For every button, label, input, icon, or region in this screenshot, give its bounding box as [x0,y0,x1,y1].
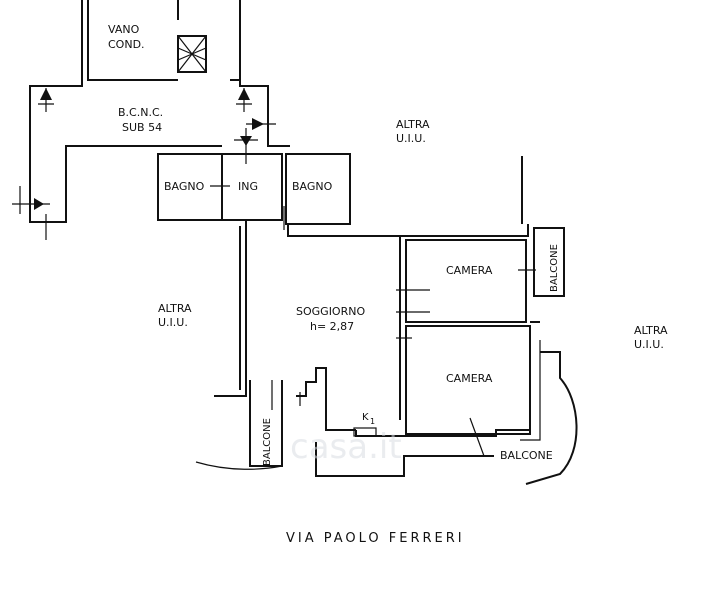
neighbour-left-label-2: U.I.U. [158,316,188,329]
balcone-left-label: BALCONE [262,418,273,466]
bagno-right-label: BAGNO [292,180,333,193]
camera-bottom-label: CAMERA [446,372,493,385]
vano-cond-label: VANO [108,23,140,36]
bagno-left-label: BAGNO [164,180,205,193]
ing-label: ING [238,180,258,193]
apartment-walls [214,156,540,437]
neighbour-top-label: ALTRA [396,118,430,131]
camera-top-label: CAMERA [446,264,493,277]
soggiorno-label: SOGGIORNO [296,305,365,318]
bcnc-label: B.C.N.C. [118,106,163,119]
balcony-right [533,227,565,297]
vano-cond-shaft [177,35,207,73]
neighbour-right-label: ALTRA [634,324,668,337]
entrance-arrows [12,88,276,240]
bcnc-sub-label: SUB 54 [122,121,162,134]
common-area-walls [29,0,290,223]
balcone-right-label: BALCONE [549,244,560,292]
neighbour-top-label-2: U.I.U. [396,132,426,145]
door-marks [271,269,536,457]
k-mark-sub-label: 1 [370,417,375,426]
neighbour-left-label: ALTRA [158,302,192,315]
watermark: casa.it [290,427,402,467]
balcone-bottom-label: BALCONE [500,449,553,462]
k-mark-label: K [362,412,369,423]
balcony-bottom [315,340,578,485]
neighbour-right-label-2: U.I.U. [634,338,664,351]
street-name-label: VIA PAOLO FERRERI [286,531,465,546]
bath-block-walls [157,153,351,230]
soggiorno-height-label: h= 2,87 [310,320,354,333]
vano-cond-label-2: COND. [108,38,145,51]
balcony-left [195,380,283,470]
